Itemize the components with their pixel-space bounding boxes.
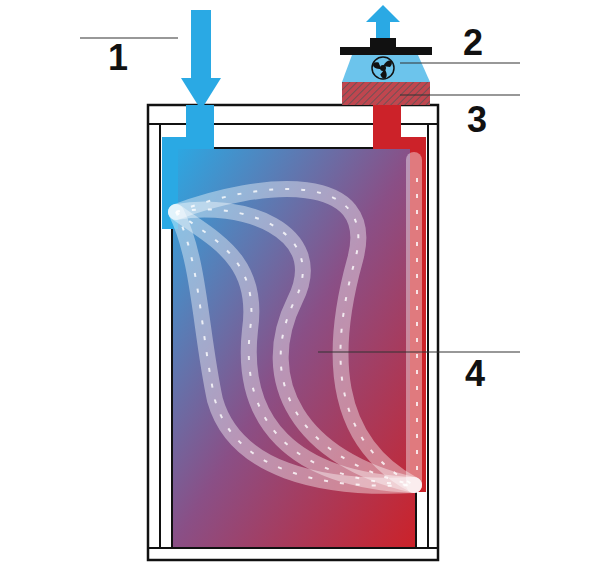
callout-number: 2 — [463, 25, 483, 61]
callout-number: 4 — [465, 356, 485, 392]
callout-number: 3 — [467, 102, 487, 138]
callout-number: 1 — [108, 40, 128, 76]
